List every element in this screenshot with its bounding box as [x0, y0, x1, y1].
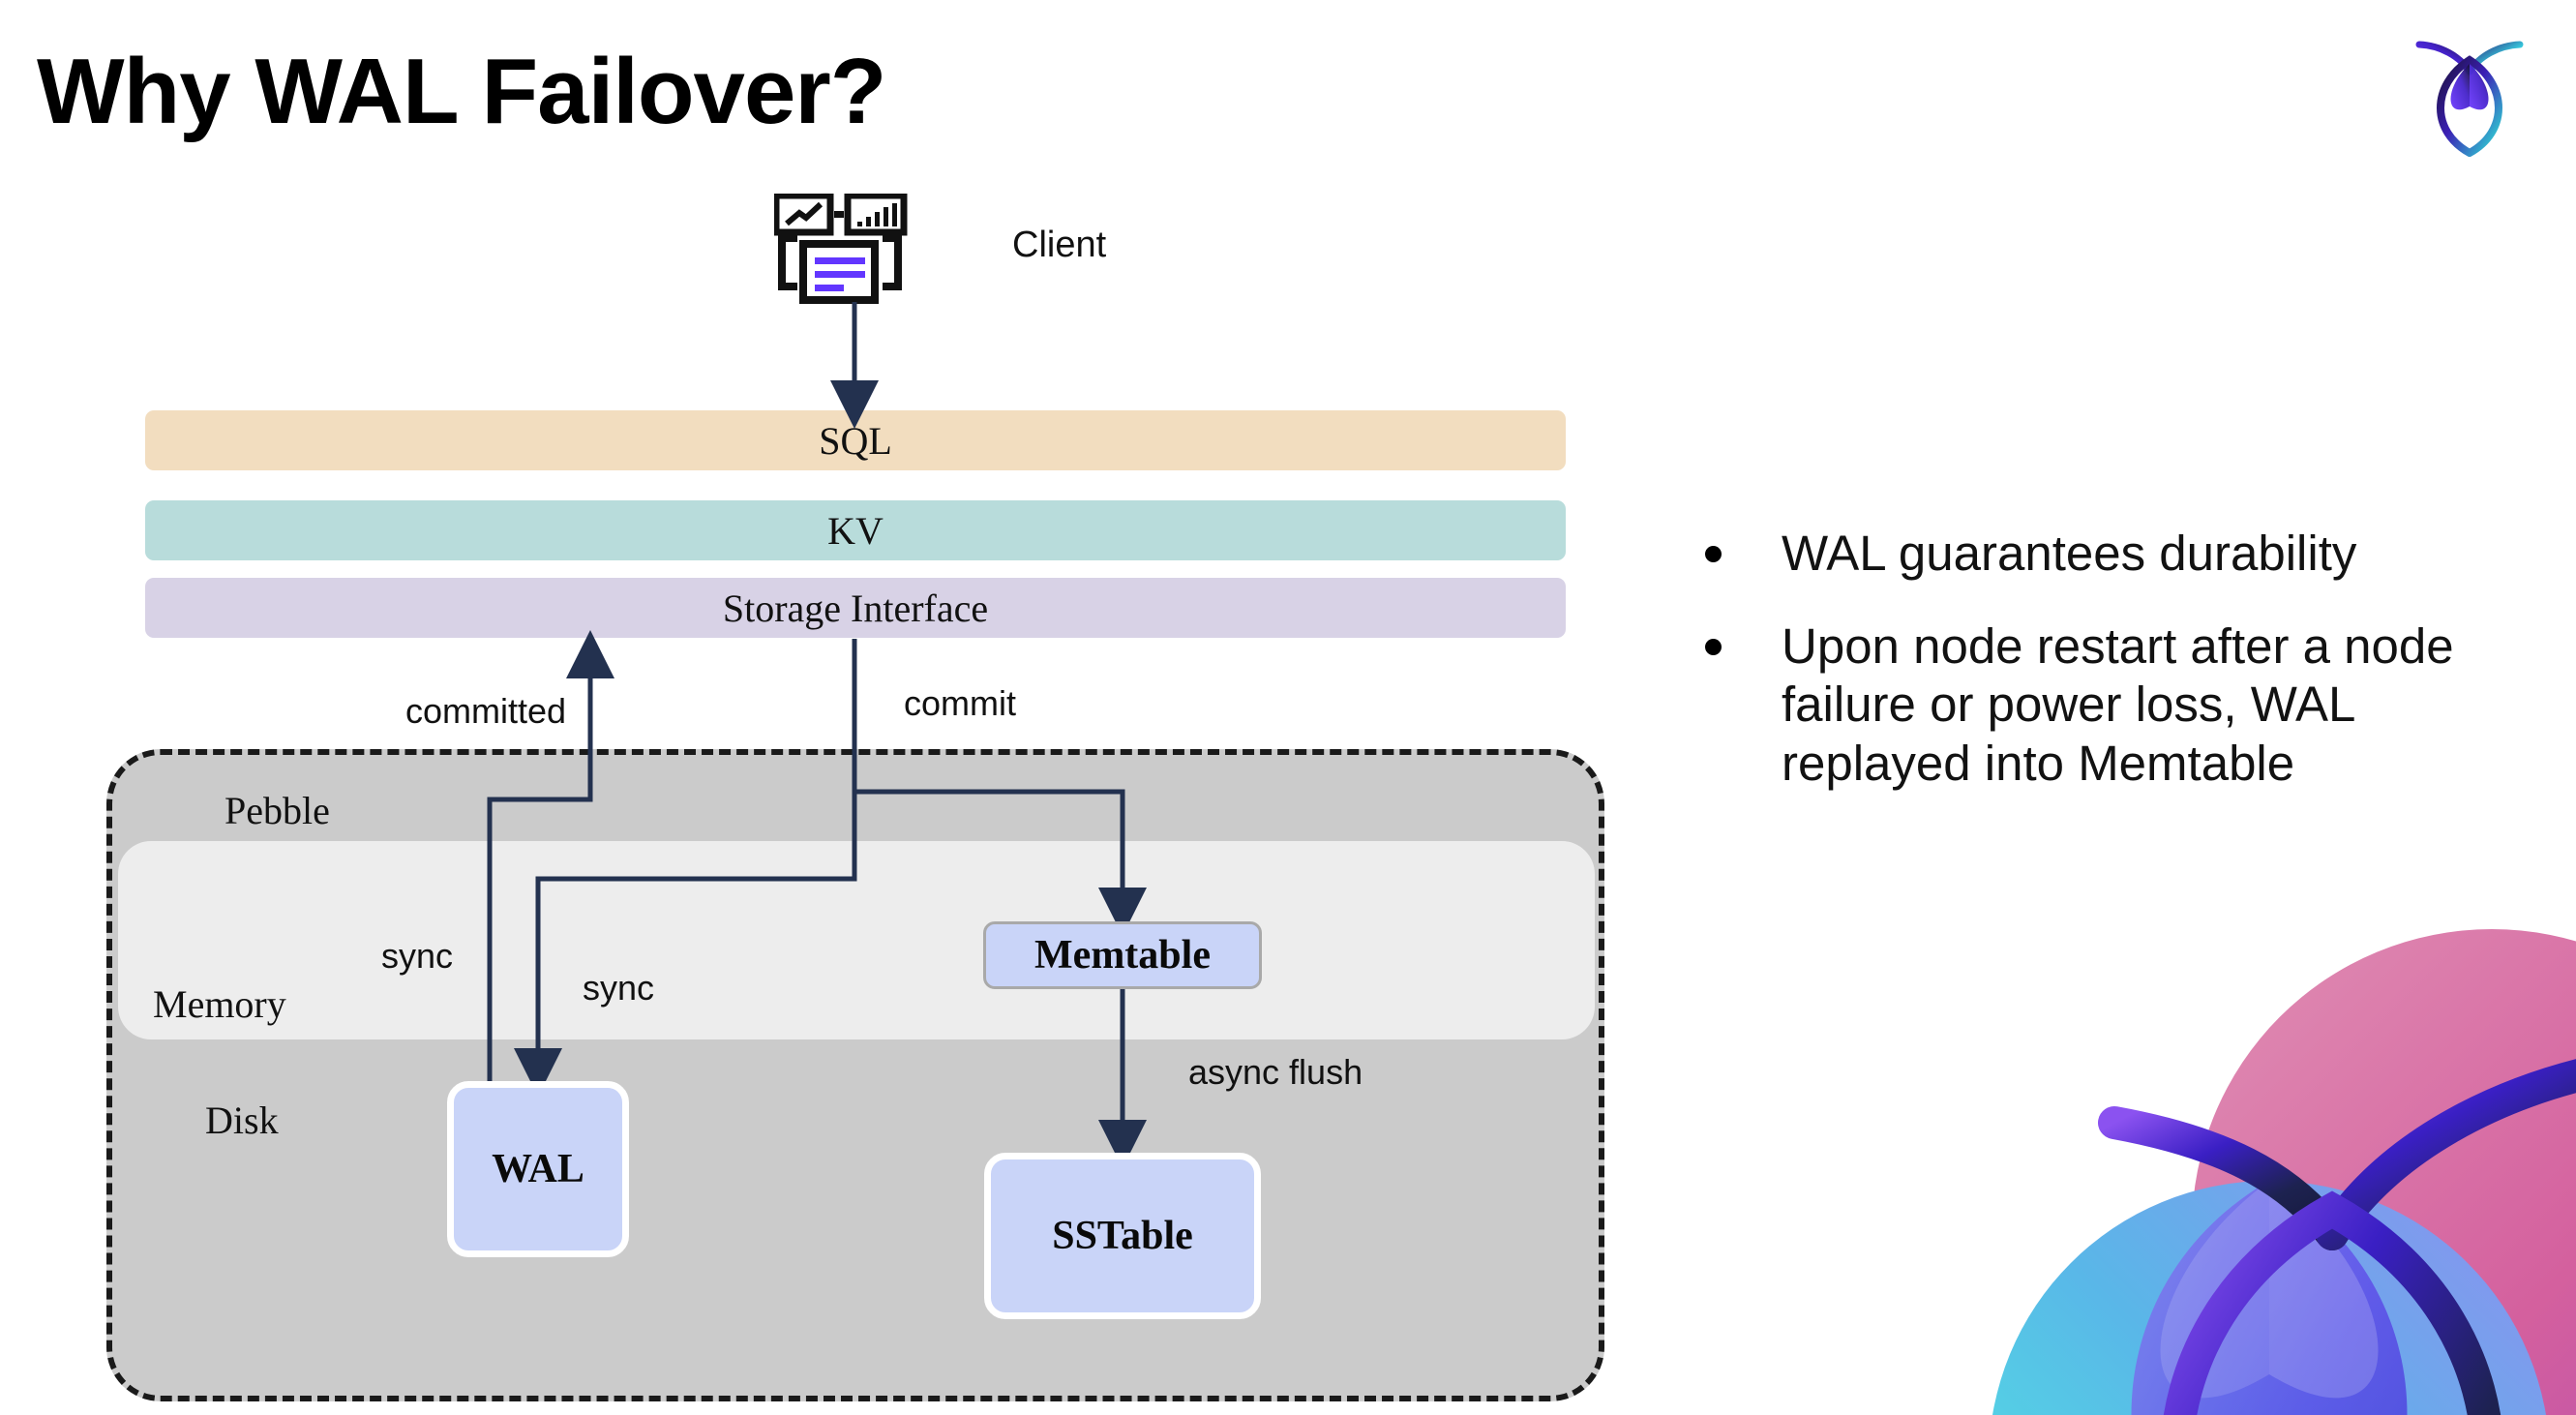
memory-region: [118, 841, 1595, 1039]
cockroachdb-watermark-icon: [1992, 929, 2576, 1415]
stack-layer-storage-interface: Storage Interface: [145, 578, 1566, 638]
disk-label: Disk: [205, 1099, 279, 1142]
list-item: WAL guarantees durability: [1705, 525, 2508, 583]
cockroachdb-logo-icon: [2415, 41, 2524, 157]
memory-label: Memory: [153, 982, 286, 1026]
node-sstable-label: SSTable: [1052, 1214, 1193, 1258]
node-wal-label: WAL: [492, 1147, 584, 1191]
edge-label-sync-out: sync: [381, 936, 454, 976]
bullet-text: Upon node restart after a node failure o…: [1782, 618, 2454, 791]
stack-layer-sql-label: SQL: [819, 418, 892, 463]
edge-label-async-flush: async flush: [1188, 1052, 1363, 1092]
edge-label-committed: committed: [405, 691, 567, 731]
page-title: Why WAL Failover?: [37, 40, 886, 143]
edge-label-sync-in: sync: [583, 968, 655, 1008]
list-item: Upon node restart after a node failure o…: [1705, 617, 2508, 793]
bullet-text: WAL guarantees durability: [1782, 526, 2357, 581]
stack-layer-storage-interface-label: Storage Interface: [722, 586, 989, 630]
stack-layer-sql: SQL: [145, 410, 1566, 470]
stack-layer-kv-label: KV: [827, 508, 884, 553]
bullet-list: WAL guarantees durability Upon node rest…: [1705, 525, 2508, 828]
bullet-dot-icon: [1705, 639, 1722, 656]
node-memtable: Memtable: [983, 921, 1262, 989]
node-memtable-label: Memtable: [1034, 933, 1211, 978]
edge-label-commit: commit: [904, 683, 1016, 723]
bullet-dot-icon: [1705, 546, 1722, 562]
node-sstable: SSTable: [984, 1153, 1261, 1319]
pebble-label: Pebble: [225, 789, 330, 832]
client-label: Client: [1012, 225, 1107, 265]
stack-layer-kv: KV: [145, 500, 1566, 560]
node-wal: WAL: [447, 1081, 629, 1257]
client-devices-icon: [774, 194, 908, 304]
